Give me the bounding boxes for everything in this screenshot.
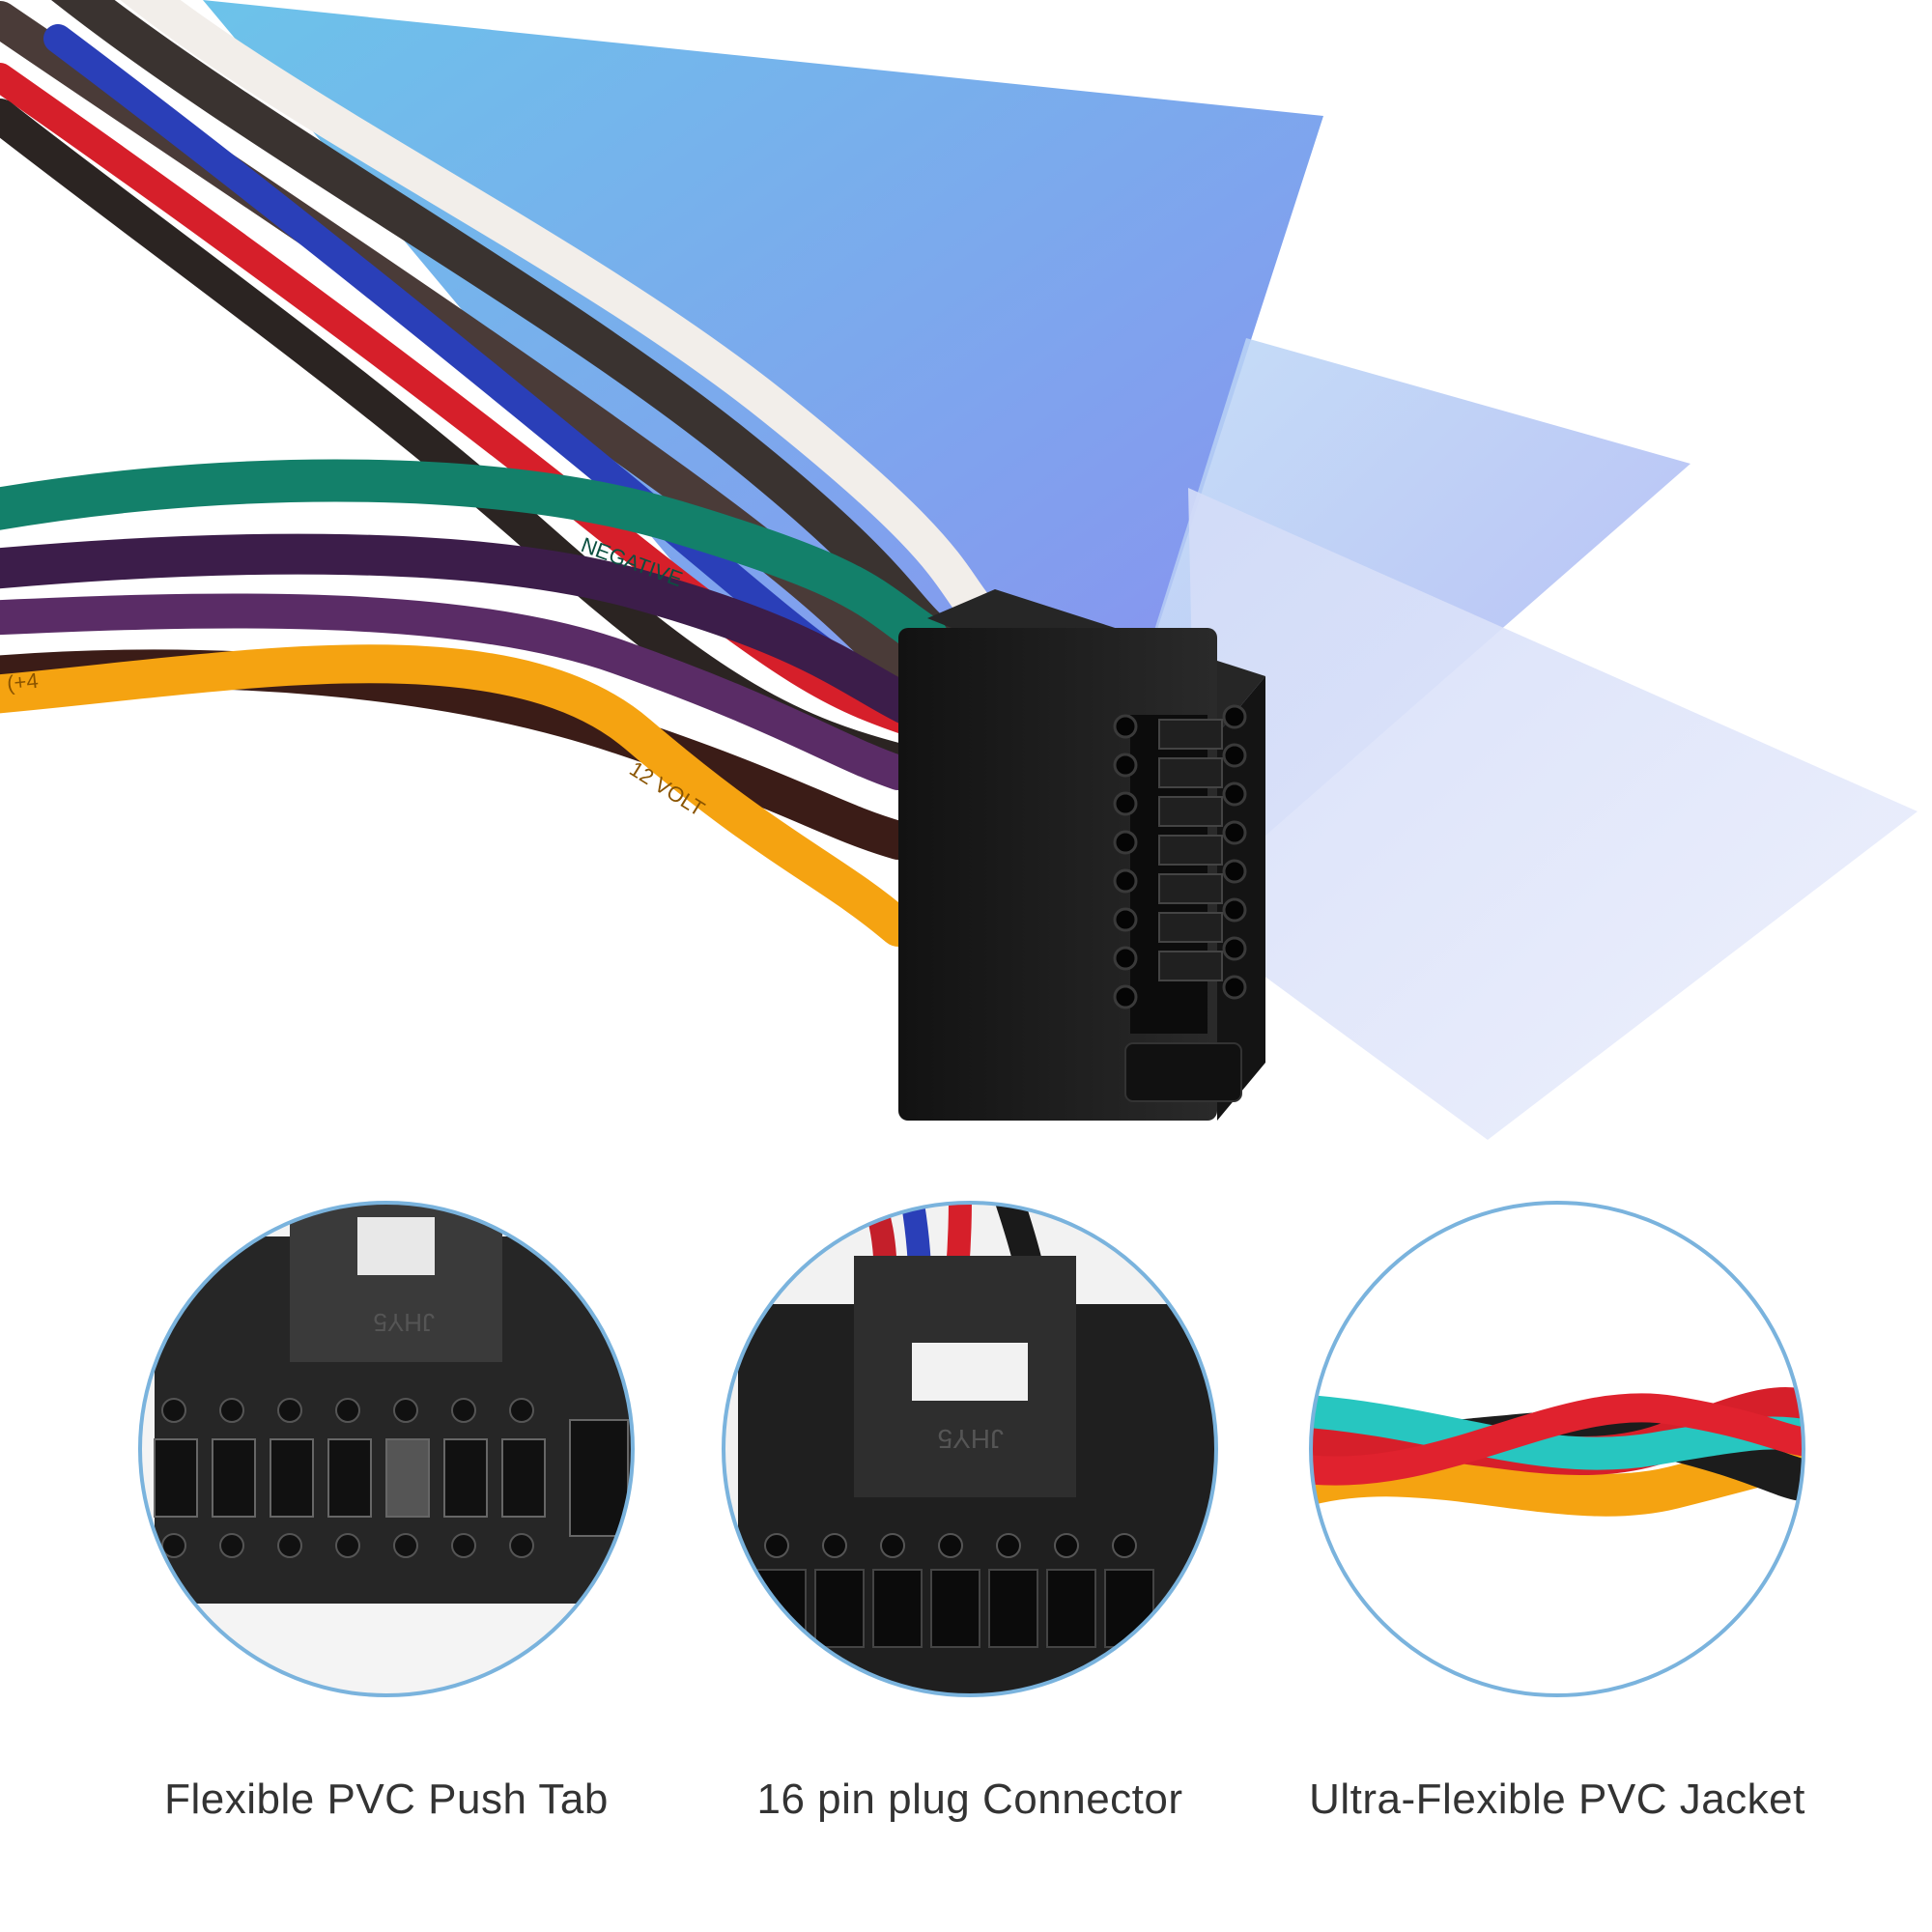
- push-tab-mark: JHY5: [373, 1308, 435, 1337]
- push-tab-closeup-image: JHY5: [138, 1201, 635, 1697]
- wire-mark-plus: (+4: [6, 668, 40, 696]
- caption-push-tab: Flexible PVC Push Tab: [164, 1776, 609, 1823]
- feature-push-tab: JHY5: [135, 1198, 638, 1697]
- connector-pins: [764, 1533, 1137, 1558]
- light-panel-small: [1188, 488, 1918, 1140]
- feature-pvc-jacket: [1306, 1198, 1808, 1697]
- twisted-wire-closeup-image: [1309, 1201, 1805, 1697]
- connector-mark: JHY5: [938, 1424, 1004, 1454]
- lower-wire-bundle: [0, 459, 949, 947]
- hero-connector: [898, 589, 1265, 1121]
- hero-illustration: NEGATIVE 12 VOLT (+4: [0, 0, 1918, 1140]
- feature-16-pin-connector: JHY5: [719, 1198, 1221, 1697]
- push-tab-pins: [161, 1398, 534, 1558]
- caption-16-pin-connector: 16 pin plug Connector: [756, 1776, 1183, 1823]
- hero-connector-pins: [1113, 704, 1247, 1009]
- connector-closeup-image: JHY5: [722, 1201, 1218, 1697]
- hero-product-image: NEGATIVE 12 VOLT (+4: [0, 0, 1918, 1140]
- caption-pvc-jacket: Ultra-Flexible PVC Jacket: [1309, 1776, 1805, 1823]
